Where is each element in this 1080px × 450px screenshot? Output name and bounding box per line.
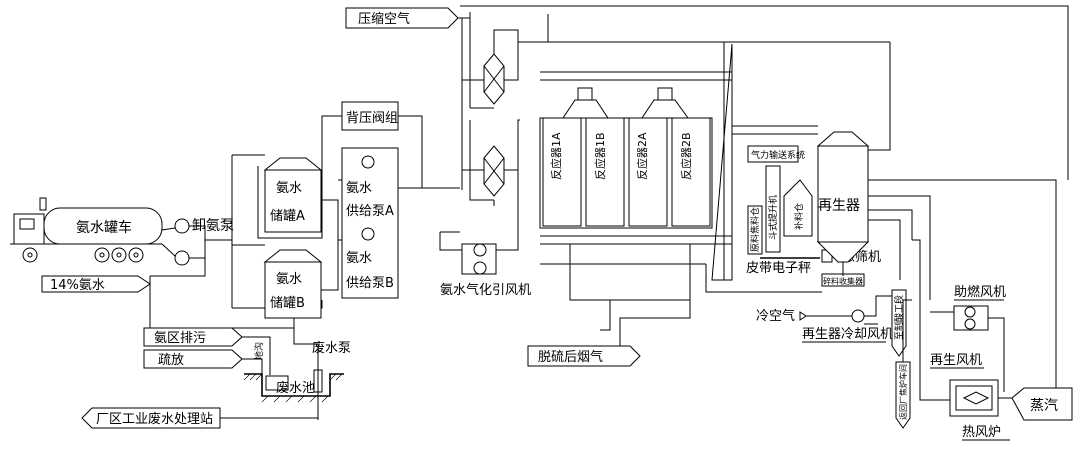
ammonia-vaporizer-bottom bbox=[483, 145, 505, 197]
vaporizer-piping bbox=[462, 12, 533, 251]
trench: 地沟 bbox=[242, 336, 271, 375]
supply-pump-a-label-1: 氨水 bbox=[346, 181, 372, 196]
tank-b-label-2: 储罐B bbox=[270, 296, 305, 311]
vaporizer-fan-label: 氨水气化引风机 bbox=[440, 282, 531, 298]
ammonia-drain-label: 氨区排污 bbox=[154, 331, 206, 346]
ammonia-vaporization-fan: 氨水气化引风机 bbox=[439, 231, 531, 298]
ammonia-14-label: 14%氨水 bbox=[50, 278, 105, 293]
tank-feed-piping bbox=[231, 154, 323, 309]
raw-bin-label: 原料焦料仓 bbox=[749, 207, 761, 252]
reactor-2a: 反应器2A bbox=[628, 87, 689, 227]
steam-label: 蒸汽 bbox=[1030, 398, 1058, 414]
ammonia-drain-tag: 氨区排污 bbox=[143, 327, 243, 347]
regenerator: 再生器 bbox=[816, 131, 870, 263]
trench-label: 地沟 bbox=[253, 342, 265, 360]
wastewater-plant-tag: 厂区工业废水处理站 bbox=[81, 407, 318, 429]
bucket-elevator: 斗式提升机 bbox=[765, 165, 781, 253]
raw-coke-bin: 原料焦料仓 bbox=[747, 205, 763, 255]
drain-tag: 疏放 bbox=[143, 349, 243, 369]
tank-a-label-2: 储罐A bbox=[270, 209, 305, 224]
wastewater-pit: 废水池 bbox=[243, 373, 344, 403]
reactor-bottom-piping bbox=[540, 235, 740, 331]
wastewater-pump: 废水泵 bbox=[150, 327, 351, 420]
pneumatic-conveying-system: 气力输送系统 bbox=[732, 125, 818, 163]
cold-air-label: 冷空气 bbox=[756, 308, 795, 324]
to-acid-label: 至制酸工段 bbox=[893, 295, 905, 340]
pneumatic-label: 气力输送系统 bbox=[751, 149, 805, 161]
supply-pump-a-label-2: 供给泵A bbox=[346, 204, 394, 219]
ammonia-tank-b: 氨水 储罐B bbox=[263, 249, 323, 319]
ammonia-vaporizer-top bbox=[483, 53, 505, 105]
booster-fan-label: 助燃风机 bbox=[954, 284, 1006, 300]
unload-pump-label: 卸氨泵 bbox=[192, 218, 234, 234]
supply-pump-b-label-1: 氨水 bbox=[346, 251, 372, 266]
reactor-1a: 反应器1A bbox=[542, 87, 609, 227]
supply-pump-b-label-2: 供给泵B bbox=[346, 276, 394, 291]
hot-blast-furnace: 热风炉 bbox=[949, 379, 1012, 441]
regen-cooling-fan-label: 再生器冷却风机 bbox=[802, 327, 893, 342]
tank-b-label-1: 氨水 bbox=[276, 272, 302, 287]
regenerator-cooling-fan: 冷空气 再生器冷却风机 bbox=[756, 295, 900, 343]
booster-fan: 助燃风机 bbox=[930, 284, 1006, 392]
misc-piping bbox=[149, 276, 295, 328]
reactor-1b: 反应器1B bbox=[585, 117, 625, 227]
to-coke-label: 返回厂焦炉车间 bbox=[898, 364, 908, 420]
tank-a-label-1: 氨水 bbox=[276, 181, 302, 196]
top-header-piping bbox=[460, 5, 1069, 180]
reactor-2b: 反应器2B bbox=[671, 117, 711, 227]
ammonia-14-tag: 14%氨水 bbox=[41, 275, 151, 293]
drain-label: 疏放 bbox=[158, 353, 184, 368]
feed-bin-label: 补料仓 bbox=[793, 203, 805, 230]
regeneration-fan: 再生风机 bbox=[912, 239, 984, 401]
backpressure-label: 背压阀组 bbox=[346, 111, 398, 126]
regenerator-label: 再生器 bbox=[818, 198, 860, 214]
hot-furnace-label: 热风炉 bbox=[962, 425, 1001, 440]
crushed-collector: 碎料收集器 bbox=[740, 273, 865, 293]
compressed-air-label: 压缩空气 bbox=[358, 11, 410, 27]
reactor-1b-label: 反应器1B bbox=[593, 132, 607, 180]
steam-tag: 蒸汽 bbox=[1011, 380, 1073, 421]
truck-label: 氨水罐车 bbox=[76, 219, 132, 236]
belt-scale: 皮带电子秤 bbox=[746, 257, 820, 276]
reactor-1a-label: 反应器1A bbox=[549, 132, 563, 180]
crushed-bin-label: 碎料收集器 bbox=[823, 276, 863, 286]
wastewater-pump-label: 废水泵 bbox=[312, 340, 351, 356]
regen-fan-label: 再生风机 bbox=[930, 353, 982, 368]
ammonia-tank-a: 氨水 储罐A bbox=[263, 157, 323, 233]
reactor-2a-label: 反应器2A bbox=[635, 132, 649, 180]
wastewater-pit-label: 废水池 bbox=[276, 380, 315, 396]
compressed-air-tag: 压缩空气 bbox=[345, 7, 470, 190]
unload-pumps: 卸氨泵 bbox=[150, 218, 234, 277]
backpressure-valve-group: 背压阀组 bbox=[321, 101, 460, 238]
feed-bin: 补料仓 bbox=[783, 179, 813, 237]
supply-pumps: 氨水 供给泵A 氨水 供给泵B bbox=[341, 147, 399, 299]
belt-scale-label: 皮带电子秤 bbox=[746, 261, 811, 276]
hoist-label: 斗式提升机 bbox=[767, 195, 779, 240]
desulfurized-gas-tag: 脱硫后烟气 bbox=[527, 300, 691, 367]
desulf-gas-label: 脱硫后烟气 bbox=[538, 349, 603, 365]
regenerator-piping bbox=[842, 179, 1057, 380]
ammonia-tanker-truck: 氨水罐车 bbox=[10, 197, 163, 263]
wwtp-label: 厂区工业废水处理站 bbox=[96, 411, 213, 427]
reactor-2b-label: 反应器2B bbox=[679, 132, 693, 180]
to-coke-tag: 返回厂焦炉车间 bbox=[895, 299, 912, 429]
